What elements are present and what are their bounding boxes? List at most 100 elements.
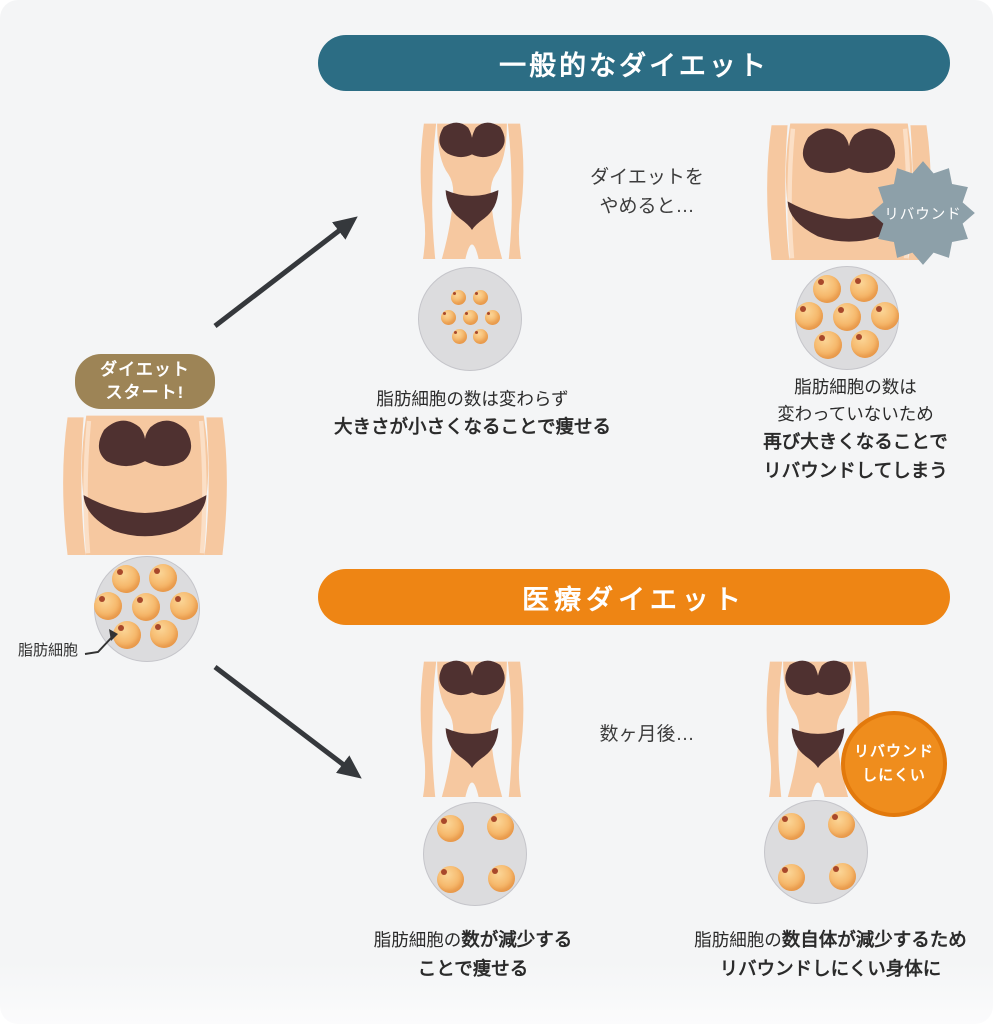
fat-cell [150, 620, 178, 648]
fat-cell [132, 593, 160, 621]
fat-cell-nucleus [800, 305, 807, 312]
caption-general-rebound: 脂肪細胞の数は 変わっていないため 再び大きくなることで リバウンドしてしまう [738, 374, 973, 486]
fat-cell [170, 592, 198, 620]
fat-cell-label: 脂肪細胞 [18, 642, 79, 659]
fat-cell [486, 812, 514, 840]
caption-general-after: 脂肪細胞の数は変わらず 大きさが小さくなることで痩せる [325, 386, 620, 442]
fat-cell [795, 302, 823, 330]
caption-medical-rebound: 脂肪細胞の数自体が減少するため リバウンドしにくい身体に [668, 926, 993, 983]
fat-cell-nucleus [137, 596, 144, 603]
caption-medical-after-line2: ことで痩せる [417, 957, 529, 979]
diet-start-line1: ダイエット [100, 359, 190, 379]
caption-general-rebound-line1: 脂肪細胞の数は [794, 377, 917, 397]
fat-cell [451, 328, 467, 344]
rebound-resistant-line2: しにくい [862, 767, 926, 784]
note-months-later: 数ヶ月後… [558, 721, 736, 750]
note-quit-diet: ダイエットを やめると… [558, 164, 736, 221]
fat-cell [436, 814, 464, 842]
fat-cell-nucleus [99, 595, 106, 602]
caption-medical-rebound-line1-normal: 脂肪細胞の [694, 930, 782, 950]
caption-medical-after-line1-bold: 数が減少する [461, 929, 573, 950]
banner-medical-diet: 医療ダイエット [318, 569, 950, 625]
fat-cell-nucleus [441, 818, 448, 825]
fat-cell-circle-medical-rebound [764, 800, 868, 904]
rebound-resistant-line1: リバウンド [853, 743, 934, 760]
arrow-to-general-diet [213, 216, 358, 328]
fat-cell-nucleus [782, 867, 789, 874]
fat-cell-nucleus [487, 311, 491, 315]
fat-cell [462, 309, 478, 325]
fat-cell [472, 289, 488, 305]
fat-cell-nucleus [855, 277, 862, 284]
caption-medical-after: 脂肪細胞の数が減少する ことで痩せる [348, 926, 598, 983]
note-quit-diet-line2: やめると… [599, 195, 695, 217]
fat-cell [828, 862, 856, 890]
fat-cell [436, 865, 464, 893]
fat-cell [149, 564, 177, 592]
fat-cell [813, 275, 841, 303]
fat-cell [777, 812, 805, 840]
fat-cell-nucleus [475, 330, 479, 334]
fat-cell-nucleus [832, 814, 839, 821]
fat-cell [777, 863, 805, 891]
fat-cell-nucleus [856, 333, 863, 340]
fat-cell-nucleus [155, 623, 162, 630]
banner-general-diet: 一般的なダイエット [318, 35, 950, 91]
fat-cell-nucleus [876, 305, 883, 312]
fat-cell-nucleus [475, 291, 479, 295]
fat-cell [472, 328, 488, 344]
note-months-later-text: 数ヶ月後… [599, 724, 695, 745]
body-general-after-slim [406, 122, 538, 259]
caption-medical-rebound-line2: リバウンドしにくい身体に [719, 957, 942, 979]
fat-cell [487, 864, 515, 892]
fat-cell-nucleus [453, 291, 457, 295]
fat-cell-nucleus [465, 311, 469, 315]
diet-start-badge: ダイエット スタート! [75, 354, 215, 409]
fat-cell-nucleus [833, 866, 840, 873]
fat-cell-nucleus [154, 567, 161, 574]
fat-cell-nucleus [443, 311, 447, 315]
fat-cell [827, 810, 855, 838]
fat-cell [833, 303, 861, 331]
fat-cell [94, 592, 122, 620]
fat-cell-nucleus [175, 595, 182, 602]
fat-cell [814, 331, 842, 359]
body-start-overweight [56, 412, 234, 555]
rebound-resistant-badge: リバウンド しにくい [841, 711, 947, 817]
rebound-starburst-badge [871, 161, 975, 265]
fat-cell [484, 309, 500, 325]
note-quit-diet-line1: ダイエットを [590, 167, 704, 188]
caption-general-rebound-line2: 変わっていないため [777, 404, 934, 425]
fat-cell-nucleus [118, 624, 125, 631]
fat-cell-nucleus [491, 816, 498, 823]
fat-cell [450, 289, 466, 305]
caption-medical-after-line1-normal: 脂肪細胞の [373, 930, 462, 950]
fat-cell [113, 621, 141, 649]
caption-general-after-line1: 脂肪細胞の数は変わらず [376, 389, 569, 409]
fat-cell-nucleus [782, 816, 789, 823]
caption-medical-rebound-line1-bold: 数自体が減少するため [781, 929, 967, 950]
fat-cell-circle-medical-after [423, 802, 527, 906]
fat-cell-circle-general-after [418, 267, 522, 371]
fat-cell-circle-general-rebound [795, 266, 899, 370]
fat-cell-pointer-arrow [84, 629, 118, 655]
fat-cell [851, 330, 879, 358]
fat-cell [440, 309, 456, 325]
body-medical-after-slim [406, 660, 538, 797]
caption-general-after-line2: 大きさが小さくなることで痩せる [334, 416, 611, 438]
fat-cell [871, 302, 899, 330]
fat-cell-nucleus [492, 868, 499, 875]
diet-start-line2: スタート! [105, 382, 185, 402]
fat-cell-nucleus [117, 568, 124, 575]
fat-cell-nucleus [454, 330, 458, 334]
fat-cell [112, 565, 140, 593]
caption-general-rebound-line3: 再び大きくなることで [763, 431, 948, 453]
rebound-badge-label: リバウンド [884, 206, 962, 223]
arrow-to-medical-diet [213, 665, 362, 779]
fat-cell-circle-start [94, 556, 200, 662]
fat-cell [850, 274, 878, 302]
caption-general-rebound-line4: リバウンドしてしまう [763, 459, 948, 481]
body-medical-rebound-slim [752, 660, 884, 797]
fat-cell-nucleus [819, 334, 826, 341]
